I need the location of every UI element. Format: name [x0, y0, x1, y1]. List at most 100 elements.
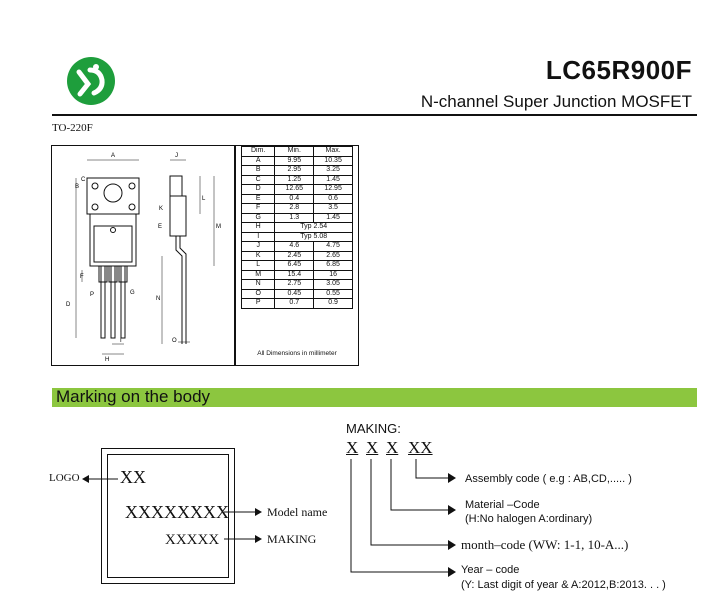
header-divider [52, 114, 697, 116]
dim-value-cell: 6.45 [274, 260, 315, 271]
making-code-connector-lines [350, 459, 456, 577]
making-arrow-icon [224, 535, 262, 543]
model-name-label: Model name [267, 505, 328, 519]
dim-value-cell: 4.75 [313, 241, 353, 252]
dim-value-cell: 1.25 [274, 174, 315, 185]
dim-value-cell: 2.45 [274, 250, 315, 261]
package-drawing-frame: A B C D E F G H I J K L M N O P [51, 145, 235, 366]
dim-code-cell: H [240, 222, 276, 233]
dim-code-cell: O [240, 288, 276, 299]
dim-label-k: K [159, 206, 163, 212]
year-code-title: Year – code [461, 564, 520, 576]
dim-code-cell: J [240, 241, 276, 252]
dim-code-cell: A [240, 155, 276, 166]
dim-value-cell: Typ 2.54 [274, 222, 353, 233]
dim-label-h: H [105, 357, 109, 363]
dim-code-cell: M [240, 269, 276, 280]
logo-label: LOGO [49, 472, 80, 484]
making-label: MAKING [267, 532, 317, 546]
dim-label-l: L [202, 196, 206, 202]
dim-label-e: E [158, 224, 162, 230]
table-header-min: Min. [274, 146, 315, 157]
dim-value-cell: 3.5 [313, 203, 353, 214]
dim-value-cell: 2.95 [274, 165, 315, 176]
dim-label-j: J [175, 153, 178, 159]
making-code-char-4: XX [408, 438, 433, 457]
marking-section-band [52, 388, 697, 407]
dim-value-cell: 3.05 [313, 279, 353, 290]
year-code-detail: (Y: Last digit of year & A:2012,B:2013. … [461, 579, 666, 591]
dim-value-cell: 0.55 [313, 288, 353, 299]
green-circle-logo-icon [67, 57, 115, 105]
dim-value-cell: 0.45 [274, 288, 315, 299]
marking-logo-text: XX [120, 467, 146, 487]
dim-value-cell: Typ 5.08 [274, 231, 353, 242]
dim-code-cell: D [240, 184, 276, 195]
making-code-char-1: X [346, 438, 359, 457]
dim-value-cell: 12.65 [274, 184, 315, 195]
dim-value-cell: 3.25 [313, 165, 353, 176]
dim-value-cell: 15.4 [274, 269, 315, 280]
dim-label-d: D [66, 302, 71, 308]
dim-label-o: O [172, 338, 177, 344]
month-code-label: month–code (WW: 1-1, 10-A...) [461, 537, 629, 552]
marking-model-text: XXXXXXXX [125, 502, 229, 522]
package-name: TO-220F [52, 122, 93, 134]
dim-code-cell: K [240, 250, 276, 261]
dim-value-cell: 1.45 [313, 212, 353, 223]
logo-arrow-icon [82, 475, 118, 483]
model-name-arrow-icon [224, 508, 262, 516]
dim-label-i: I [120, 338, 122, 344]
to220f-outline-drawing: A B C D E F G H I J K L M N O P [66, 153, 221, 363]
table-header-max: Max. [313, 146, 353, 157]
dim-value-cell: 4.6 [274, 241, 315, 252]
material-code-detail: (H:No halogen A:ordinary) [465, 513, 593, 525]
dim-label-f: F [80, 274, 84, 280]
making-code-char-2: X [366, 438, 379, 457]
dim-label-n: N [156, 296, 160, 302]
marking-making-text: XXXXX [165, 532, 220, 548]
dim-code-cell: B [240, 165, 276, 176]
dim-value-cell: 0.7 [274, 298, 315, 309]
dim-code-cell: F [240, 203, 276, 214]
dim-value-cell: 2.8 [274, 203, 315, 214]
dim-label-m: M [216, 224, 221, 230]
dim-value-cell: 16 [313, 269, 353, 280]
dim-label-b: B [75, 184, 79, 190]
dim-label-c: C [81, 177, 86, 183]
dim-value-cell: 9.95 [274, 155, 315, 166]
making-code-char-3: X [386, 438, 399, 457]
dimension-table-header: Dim. Min. Max. [240, 146, 353, 157]
dim-code-cell: E [240, 193, 276, 204]
dim-value-cell: 0.6 [313, 193, 353, 204]
material-code-title: Material –Code [465, 499, 540, 511]
dim-value-cell: 6.85 [313, 260, 353, 271]
body-marking-box [101, 448, 235, 584]
dim-label-g: G [130, 290, 135, 296]
dim-value-cell: 10.35 [313, 155, 353, 166]
company-logo [66, 56, 116, 106]
dim-code-cell: C [240, 174, 276, 185]
marking-section-title: Marking on the body [56, 387, 211, 406]
dim-value-cell: 12.95 [313, 184, 353, 195]
making-code-title: MAKING: [346, 421, 401, 436]
dim-code-cell: P [240, 298, 276, 309]
dim-value-cell: 0.9 [313, 298, 353, 309]
dim-code-cell: I [240, 231, 276, 242]
dim-value-cell: 1.45 [313, 174, 353, 185]
